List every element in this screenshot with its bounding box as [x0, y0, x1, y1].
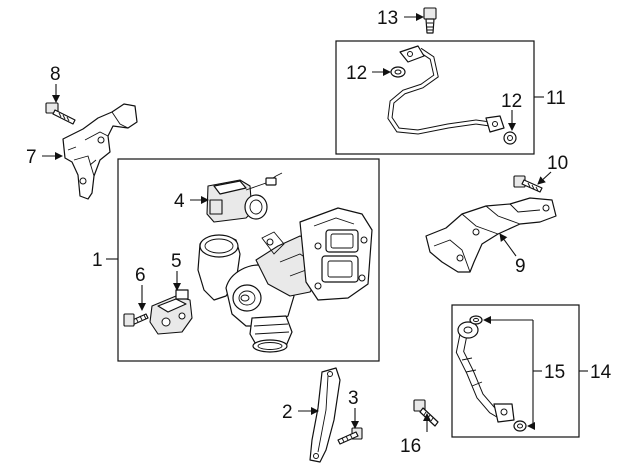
part-1-turbocharger[interactable] [197, 207, 373, 353]
callout-9: 9 [515, 256, 526, 277]
part-16-bolt[interactable] [413, 399, 439, 427]
callout-6: 6 [135, 265, 146, 286]
turbo-assembly-frame [117, 158, 380, 362]
callout-8: 8 [50, 64, 61, 85]
callout-7: 7 [26, 147, 37, 168]
callout-3: 3 [348, 388, 359, 409]
callout-numbers: 1 2 3 4 5 6 7 8 9 10 11 12 12 13 14 15 1… [26, 8, 612, 457]
part-3-bolt[interactable] [337, 427, 363, 445]
callout-1: 1 [92, 250, 103, 271]
part-11-coolant-line[interactable] [387, 45, 505, 135]
part-10-bolt[interactable] [513, 175, 543, 193]
callout-10: 10 [547, 153, 568, 174]
part-13-banjo-bolt[interactable] [423, 7, 437, 34]
part-15-oil-return-hose[interactable] [455, 321, 515, 423]
part-7-heat-shield[interactable] [62, 103, 138, 200]
callout-5: 5 [171, 251, 182, 272]
callout-15: 15 [544, 362, 565, 383]
callout-16: 16 [400, 436, 421, 457]
part-2-support-bracket[interactable] [309, 367, 341, 463]
part-12-washer-lower[interactable] [503, 131, 517, 145]
leader-lines [42, 13, 588, 432]
callout-12-upper: 12 [346, 63, 367, 84]
part-6-bolt[interactable] [123, 313, 149, 327]
callout-2: 2 [282, 402, 293, 423]
callout-11: 11 [546, 88, 566, 109]
callout-4: 4 [174, 191, 185, 212]
callout-13: 13 [377, 8, 398, 29]
part-4-wastegate-actuator[interactable] [206, 172, 283, 223]
callout-14: 14 [590, 362, 612, 383]
part-14-gasket-lower[interactable] [513, 420, 527, 432]
part-9-heat-shield[interactable] [425, 197, 557, 273]
callout-12-lower: 12 [501, 91, 522, 112]
part-8-bolt[interactable] [45, 102, 76, 125]
part-14-gasket-upper[interactable] [469, 315, 483, 325]
part-5-bypass-valve[interactable] [149, 289, 193, 335]
part-12-washer-upper[interactable] [390, 66, 406, 78]
